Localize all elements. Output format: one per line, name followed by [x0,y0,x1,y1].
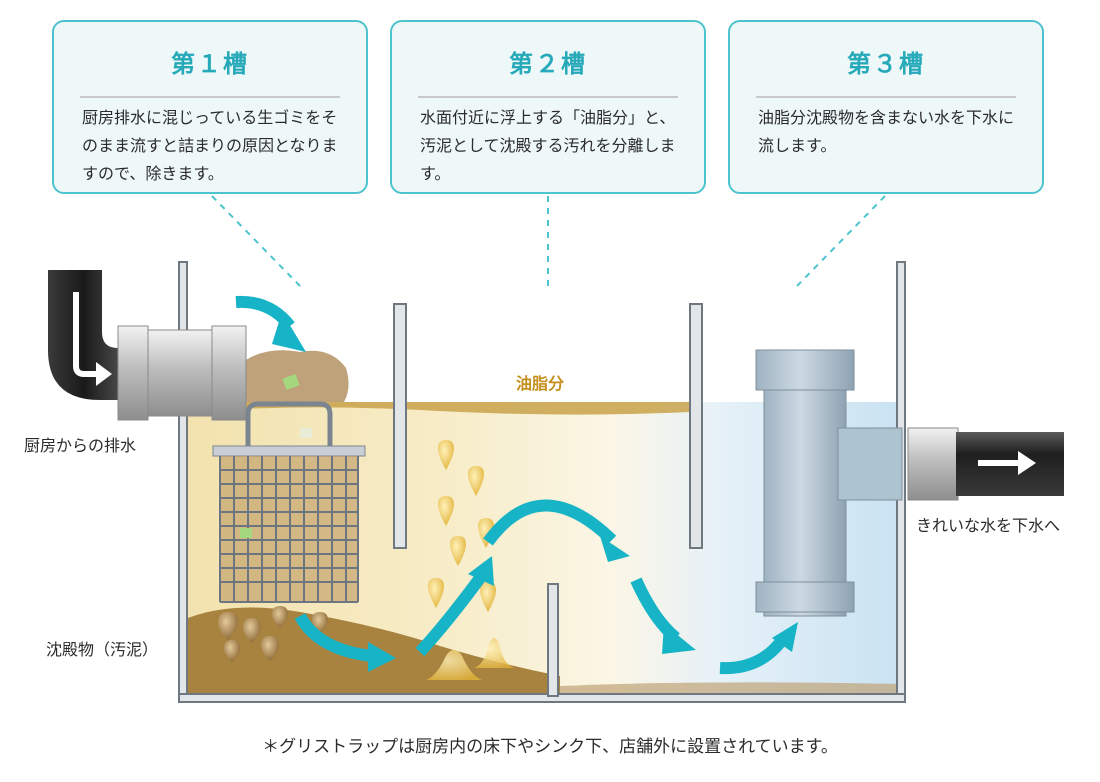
inlet-pipe [48,270,247,421]
inlet-label: 厨房からの排水 [24,436,137,455]
footnote: ＊グリストラップは厨房内の床下やシンク下、店舗外に設置されています。 [262,737,838,757]
divider [756,96,1016,98]
callout-tank-2: 第２槽 水面付近に浮上する「油脂分」と、汚泥として沈殿する汚れを分離します。 [390,20,706,194]
oil-droplets [426,440,514,680]
tank-2-description: 水面付近に浮上する「油脂分」と、汚泥として沈殿する汚れを分離します。 [420,108,676,183]
tank-3-description: 油脂分沈殿物を含まない水を下水に流します。 [758,108,1015,155]
oil-label: 油脂分 [516,374,565,393]
tank-1-title: 第１槽 [171,50,249,78]
sludge-label: 沈殿物（汚泥） [46,640,159,659]
tank-3-title: 第３槽 [847,50,925,78]
callout-leaders [211,195,886,287]
direction-arrow-icon [978,451,1036,475]
outlet-label: きれいな水を下水へ [916,516,1061,535]
divider [80,96,340,98]
callout-tank-3: 第３槽 油脂分沈殿物を含まない水を下水に流します。 [728,20,1044,194]
tank-1-description: 厨房排水に混じっている生ゴミをそのまま流すと詰まりの原因となりますので、除きます… [82,108,338,183]
flow-arrowheads [272,312,798,672]
direction-arrow-icon [73,292,98,377]
outlet-pipe [755,349,1064,617]
basket-icon [212,373,366,603]
divider [418,96,678,98]
callout-tank-1: 第１槽 厨房排水に混じっている生ゴミをそのまま流すと詰まりの原因となりますので、… [52,20,368,194]
sludge-droplets [218,606,328,662]
tank-2-title: 第２槽 [509,50,587,78]
